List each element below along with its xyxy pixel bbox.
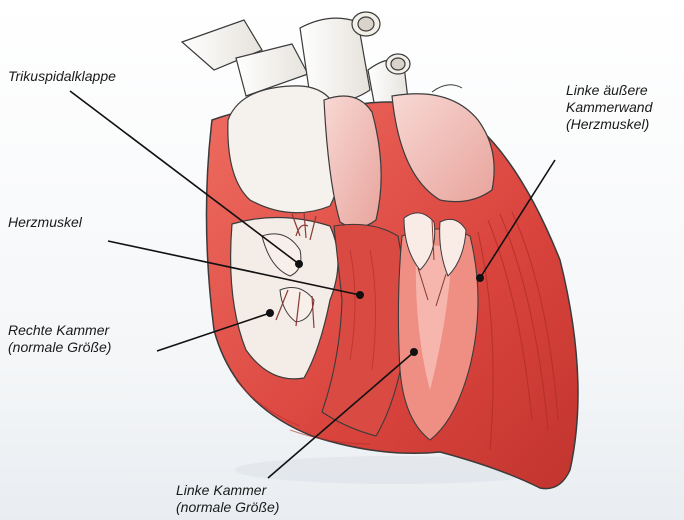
label-trikuspidalklappe: Trikuspidalklappe [8, 68, 116, 85]
label-herzmuskel: Herzmuskel [8, 214, 82, 231]
label-linke-kammer: Linke Kammer (normale Größe) [176, 482, 279, 516]
label-rechte-kammer: Rechte Kammer (normale Größe) [8, 322, 111, 356]
label-linke-aeussere-kammerwand: Linke äußere Kammerwand (Herzmuskel) [566, 82, 652, 133]
